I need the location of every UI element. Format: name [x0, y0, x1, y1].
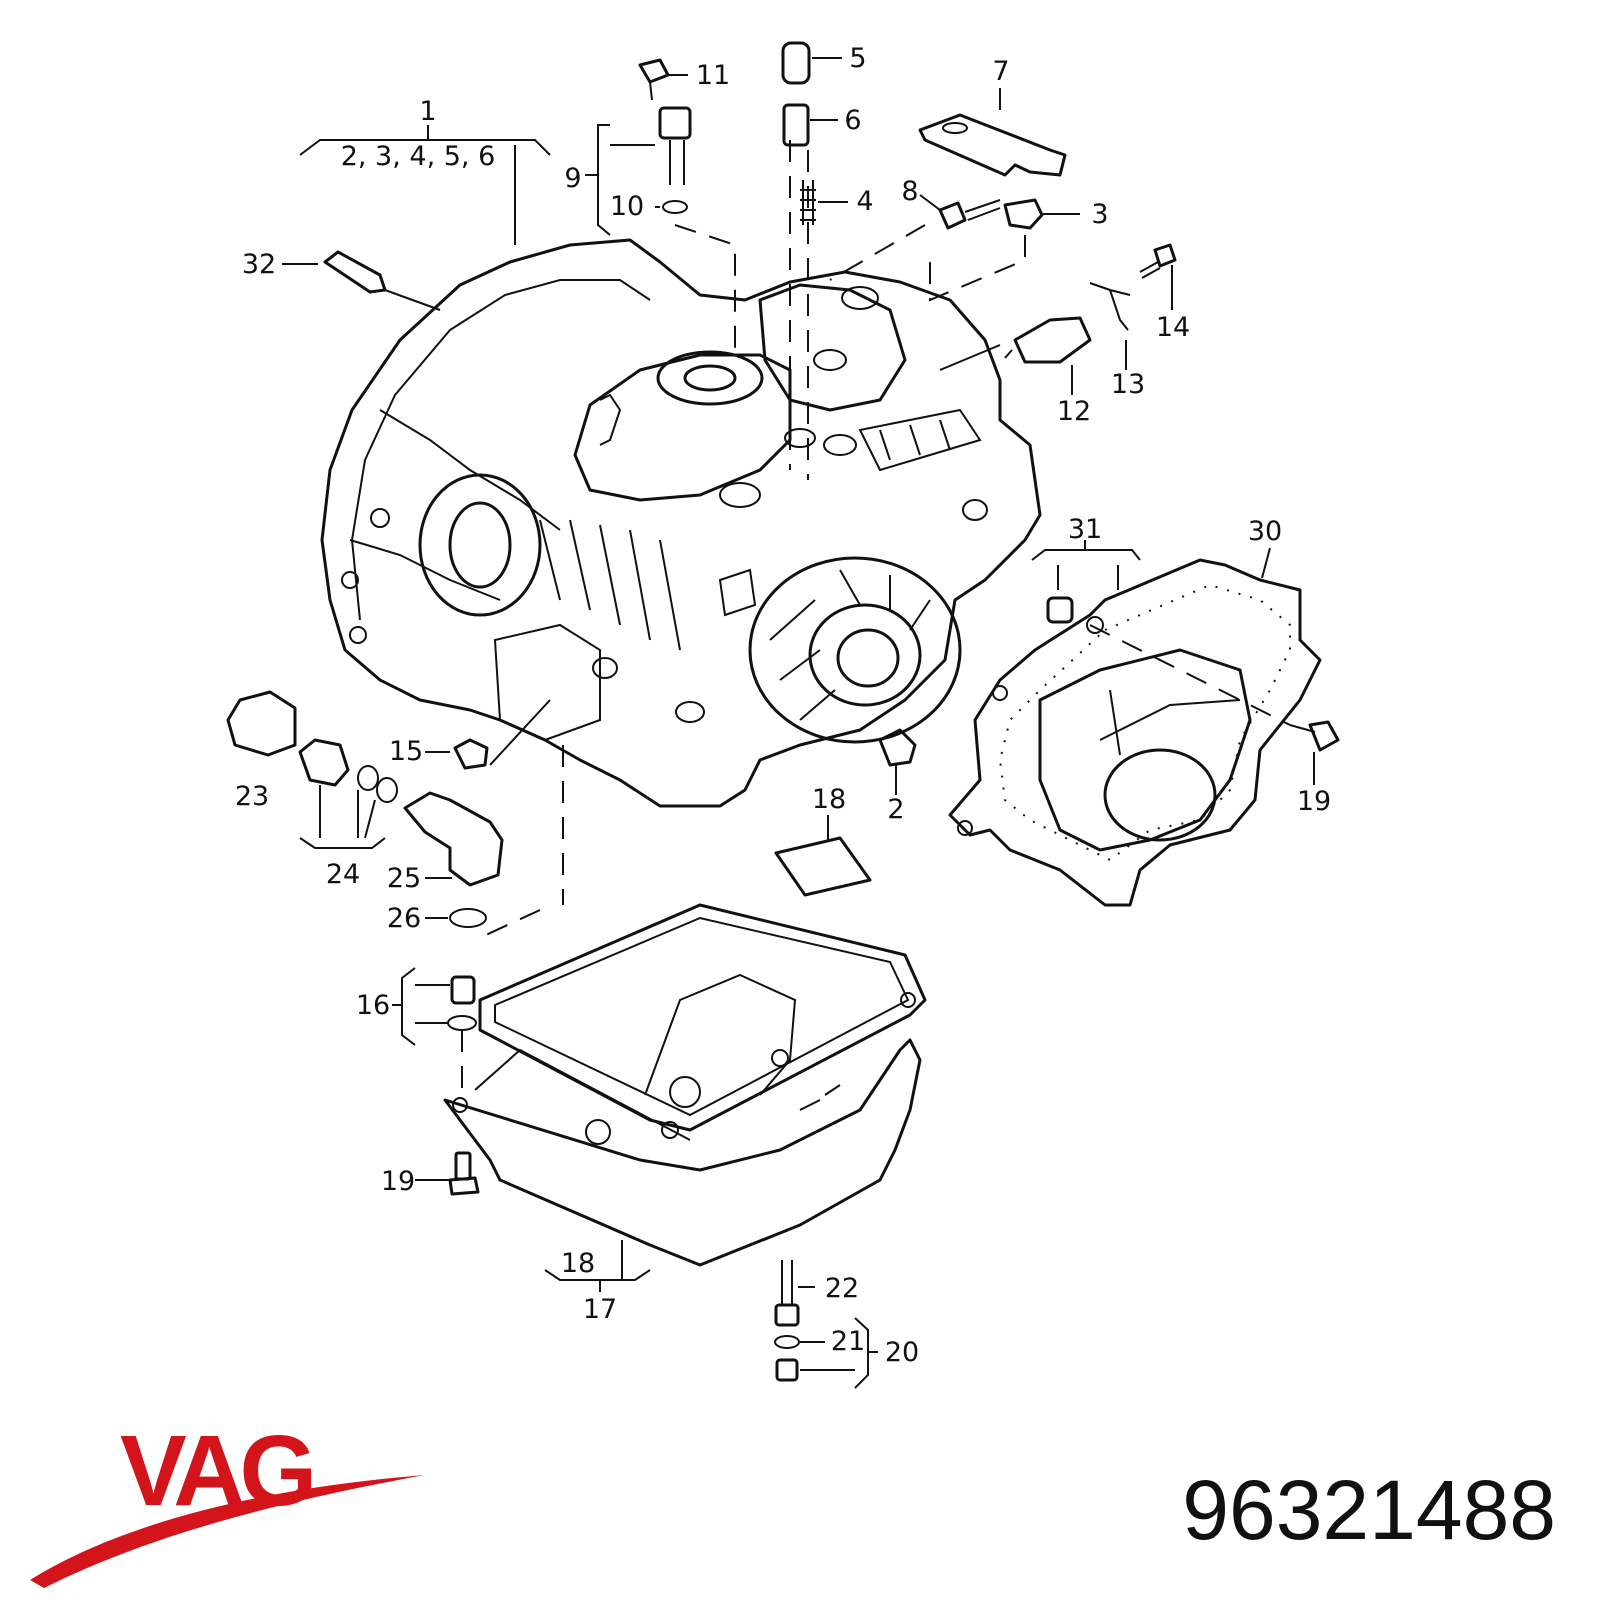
- logo-text: VAG: [120, 1420, 311, 1527]
- callout-2: 2: [887, 794, 904, 825]
- callout-5: 5: [849, 43, 866, 74]
- callout-3: 3: [1091, 199, 1108, 230]
- callout-12: 12: [1057, 396, 1091, 427]
- transmission-housing: [320, 238, 1042, 808]
- callout-1: 1: [419, 96, 436, 127]
- callout-10: 10: [610, 191, 644, 222]
- callout-32: 32: [242, 249, 276, 280]
- callout-9: 9: [564, 163, 581, 194]
- callout-2-3-4-5-6: 2, 3, 4, 5, 6: [341, 141, 496, 172]
- vag-logo: VAG: [30, 1420, 425, 1588]
- callout-26: 26: [387, 903, 421, 934]
- callout-18-filter: 18: [812, 784, 846, 815]
- callout-11: 11: [696, 60, 730, 91]
- callout-21: 21: [831, 1326, 865, 1357]
- callout-30: 30: [1248, 516, 1282, 547]
- callout-24: 24: [326, 859, 360, 890]
- callout-14: 14: [1156, 312, 1190, 343]
- callout-23: 23: [235, 781, 269, 812]
- callout-8: 8: [901, 176, 918, 207]
- part-number: 96321488: [1182, 1463, 1556, 1557]
- side-cover-assembly: [948, 558, 1322, 907]
- callout-16: 16: [356, 990, 390, 1021]
- callout-18-pan: 18: [561, 1248, 595, 1279]
- small-parts: [226, 41, 1340, 1382]
- callout-6: 6: [844, 105, 861, 136]
- oil-pan-assembly: [443, 836, 927, 1267]
- callout-22: 22: [825, 1273, 859, 1304]
- callout-19-cover: 19: [1297, 786, 1331, 817]
- callout-17: 17: [583, 1294, 617, 1325]
- callout-7: 7: [992, 56, 1009, 87]
- callout-25: 25: [387, 863, 421, 894]
- callout-4: 4: [856, 186, 873, 217]
- leader-lines: [282, 57, 1315, 1389]
- callout-13: 13: [1111, 369, 1145, 400]
- callout-20: 20: [885, 1337, 919, 1368]
- callout-15: 15: [389, 736, 423, 767]
- callout-labels: 1 2, 3, 4, 5, 6 2 3 4 5 6 7 8 9 10 11 12…: [235, 43, 1331, 1368]
- callout-31: 31: [1068, 514, 1102, 545]
- callout-19-pan: 19: [381, 1166, 415, 1197]
